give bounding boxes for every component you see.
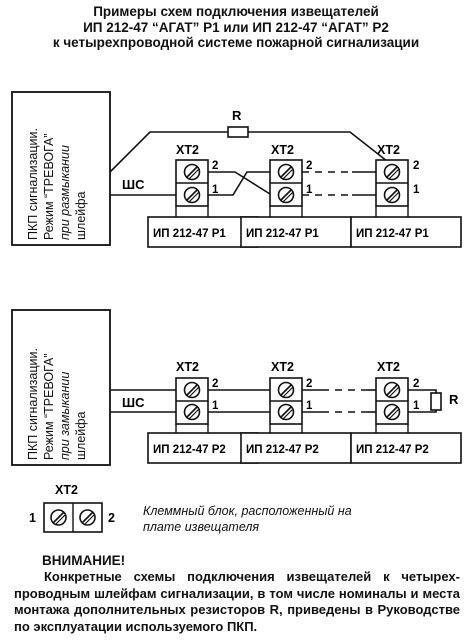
legend-terminal-label: ХТ2 bbox=[55, 483, 78, 497]
panel-box-1 bbox=[11, 91, 111, 246]
detector-label: ИП 212-47 Р1 bbox=[356, 228, 429, 240]
warning-text: Конкретные схемы подключения извещателей… bbox=[14, 569, 460, 634]
warning-title: ВНИМАНИЕ! bbox=[42, 553, 126, 568]
pin-1-label: 1 bbox=[212, 184, 219, 196]
detector-1-3: ХТ2 2 1 ИП 212-47 Р1 bbox=[350, 143, 462, 248]
terminal-label: ХТ2 bbox=[377, 360, 400, 374]
detector-2-2: ХТ2 2 1 ИП 212-47 Р2 bbox=[240, 360, 352, 464]
resistor-1-label: R bbox=[232, 108, 242, 123]
detector-label: ИП 212-47 Р2 bbox=[153, 444, 226, 456]
pin-1-label: 1 bbox=[306, 400, 313, 412]
pin-2-label: 2 bbox=[306, 378, 312, 390]
panel-box-2 bbox=[11, 309, 111, 466]
detector-2-3: ХТ2 2 1 ИП 212-47 Р2 bbox=[350, 360, 462, 464]
title-line-1: Примеры схем подключения извещателей bbox=[93, 4, 379, 19]
detector-1-2: ХТ2 2 1 ИП 212-47 Р1 bbox=[240, 143, 352, 248]
panel-2-line-2: Режим “ТРЕВОГА” bbox=[42, 353, 56, 460]
terminal-label: ХТ2 bbox=[176, 143, 199, 157]
pin-1-label: 1 bbox=[413, 400, 420, 412]
legend-pin-1: 1 bbox=[29, 511, 36, 525]
panel-1-line-3: при размыкании bbox=[58, 145, 72, 240]
loop-2-label: ШС bbox=[122, 395, 145, 410]
panel-1-line-1: ПКП сигнализации. bbox=[26, 128, 40, 240]
diagram-title: Примеры схем подключения извещателей ИП … bbox=[0, 4, 472, 51]
legend-pin-2: 2 bbox=[108, 511, 115, 525]
pin-1-label: 1 bbox=[306, 184, 313, 196]
resistor-2 bbox=[430, 392, 442, 411]
pin-2-label: 2 bbox=[413, 160, 419, 172]
title-line-2: ИП 212-47 “АГАТ” Р1 или ИП 212-47 “АГАТ”… bbox=[83, 19, 389, 35]
detector-label: ИП 212-47 Р1 bbox=[246, 228, 319, 240]
legend-note: Клеммный блок, расположенный на плате из… bbox=[143, 503, 403, 535]
detector-1-1: ХТ2 2 1 ИП 212-47 Р1 bbox=[147, 143, 259, 248]
terminal-label: ХТ2 bbox=[271, 143, 294, 157]
terminal-label: ХТ2 bbox=[176, 360, 199, 374]
detector-label: ИП 212-47 Р2 bbox=[356, 444, 429, 456]
resistor-2-label: R bbox=[449, 392, 459, 407]
panel-1-line-2: Режим “ТРЕВОГА” bbox=[42, 133, 56, 240]
scheme-2: ПКП сигнализации. Режим “ТРЕВОГА” при за… bbox=[11, 309, 462, 466]
legend-note-line-2: плате извещателя bbox=[143, 520, 260, 534]
panel-2-line-4: шлейфа bbox=[74, 411, 88, 460]
legend-note-line-1: Клеммный блок, расположенный на bbox=[143, 504, 352, 518]
detector-label: ИП 212-47 Р1 bbox=[153, 228, 226, 240]
terminal-label: ХТ2 bbox=[271, 360, 294, 374]
terminal-label: ХТ2 bbox=[377, 143, 400, 157]
pin-2-label: 2 bbox=[413, 378, 419, 390]
pin-1-label: 1 bbox=[413, 184, 420, 196]
scheme-1: ПКП сигнализации. Режим “ТРЕВОГА” при ра… bbox=[11, 91, 462, 248]
panel-2-line-1: ПКП сигнализации. bbox=[26, 348, 40, 460]
pin-1-label: 1 bbox=[212, 400, 219, 412]
panel-2-line-3: при замыкании bbox=[58, 372, 72, 460]
pin-2-label: 2 bbox=[306, 160, 312, 172]
title-line-3: к четырехпроводной системе пожарной сигн… bbox=[52, 35, 420, 50]
resistor-1 bbox=[227, 126, 249, 138]
pin-2-label: 2 bbox=[212, 378, 218, 390]
panel-1-line-4: шлейфа bbox=[74, 191, 88, 240]
pin-2-label: 2 bbox=[212, 160, 218, 172]
loop-1-label: ШС bbox=[122, 177, 145, 192]
detector-label: ИП 212-47 Р2 bbox=[246, 444, 319, 456]
terminal-legend: ХТ2 1 2 bbox=[29, 483, 115, 533]
